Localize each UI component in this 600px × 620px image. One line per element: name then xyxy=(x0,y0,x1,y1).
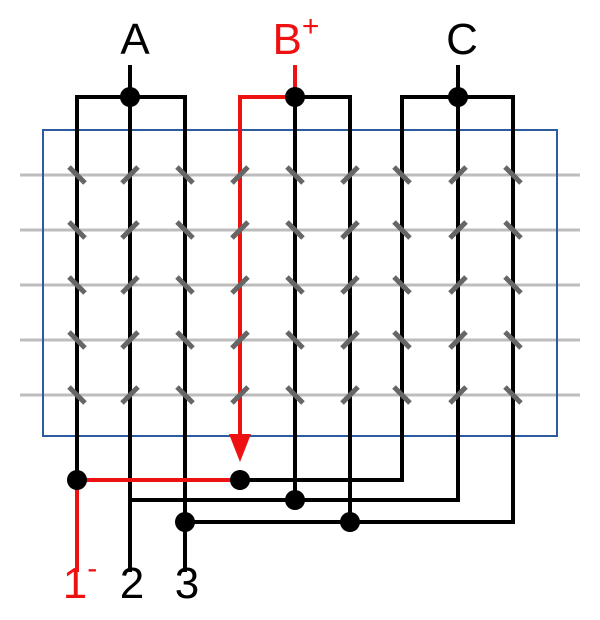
slot-tick xyxy=(392,330,412,350)
label-a: A xyxy=(120,15,150,64)
junctions xyxy=(67,87,468,532)
slot-tick xyxy=(230,330,250,350)
slot-tick xyxy=(230,275,250,295)
lead-b-path xyxy=(238,65,297,440)
slot-tick xyxy=(230,165,250,185)
slot-tick xyxy=(503,165,523,185)
slot-tick xyxy=(448,330,468,350)
slot-tick xyxy=(67,165,87,185)
slot-tick xyxy=(392,385,412,405)
slot-tick xyxy=(67,275,87,295)
slot-tick xyxy=(67,385,87,405)
slot-tick xyxy=(175,275,195,295)
slot-tick xyxy=(285,165,305,185)
current-arrow xyxy=(229,434,251,462)
slot-tick xyxy=(230,220,250,240)
junction-dot xyxy=(120,87,140,107)
slot-tick xyxy=(340,275,360,295)
grid-lines xyxy=(20,173,580,397)
slot-tick xyxy=(120,165,140,185)
label-b-sup: + xyxy=(302,10,320,43)
label-b: B+ xyxy=(273,10,320,64)
junction-dot xyxy=(340,512,360,532)
slot-tick xyxy=(175,165,195,185)
slot-tick xyxy=(67,220,87,240)
junction-dot xyxy=(67,470,87,490)
slot-tick xyxy=(503,275,523,295)
slot-tick xyxy=(392,220,412,240)
slot-tick xyxy=(503,220,523,240)
slot-tick xyxy=(285,275,305,295)
slot-tick xyxy=(120,330,140,350)
slot-tick xyxy=(392,275,412,295)
label-1-digit: 1 xyxy=(63,559,87,608)
slot-tick xyxy=(340,385,360,405)
slot-tick xyxy=(175,220,195,240)
label-2: 2 xyxy=(120,559,144,608)
label-3: 3 xyxy=(175,559,199,608)
slot-tick xyxy=(340,165,360,185)
slot-tick xyxy=(448,275,468,295)
junction-dot xyxy=(230,470,250,490)
slot-tick xyxy=(120,220,140,240)
junction-dot xyxy=(448,87,468,107)
slot-tick xyxy=(120,275,140,295)
slot-tick xyxy=(503,385,523,405)
slot-tick xyxy=(285,330,305,350)
slot-tick xyxy=(285,220,305,240)
slot-ticks xyxy=(67,165,523,405)
slot-tick xyxy=(285,385,305,405)
highlighted-path xyxy=(75,65,297,572)
label-c: C xyxy=(446,15,478,64)
coil-b-loop xyxy=(295,95,352,522)
label-b-letter: B xyxy=(273,15,302,64)
slot-tick xyxy=(175,330,195,350)
junction-dot xyxy=(285,490,305,510)
slot-tick xyxy=(175,385,195,405)
slot-tick xyxy=(448,220,468,240)
slot-tick xyxy=(503,330,523,350)
junction-dot xyxy=(175,512,195,532)
label-1-sup: - xyxy=(87,552,97,585)
slot-tick xyxy=(230,385,250,405)
core-frame xyxy=(42,129,558,437)
slot-tick xyxy=(340,330,360,350)
coil-a-left xyxy=(75,95,515,524)
slot-tick xyxy=(340,220,360,240)
slot-tick xyxy=(448,165,468,185)
junction-dot xyxy=(285,87,305,107)
label-1: 1- xyxy=(63,552,97,608)
slot-tick xyxy=(67,330,87,350)
slot-tick xyxy=(120,385,140,405)
slot-tick xyxy=(392,165,412,185)
slot-tick xyxy=(448,385,468,405)
